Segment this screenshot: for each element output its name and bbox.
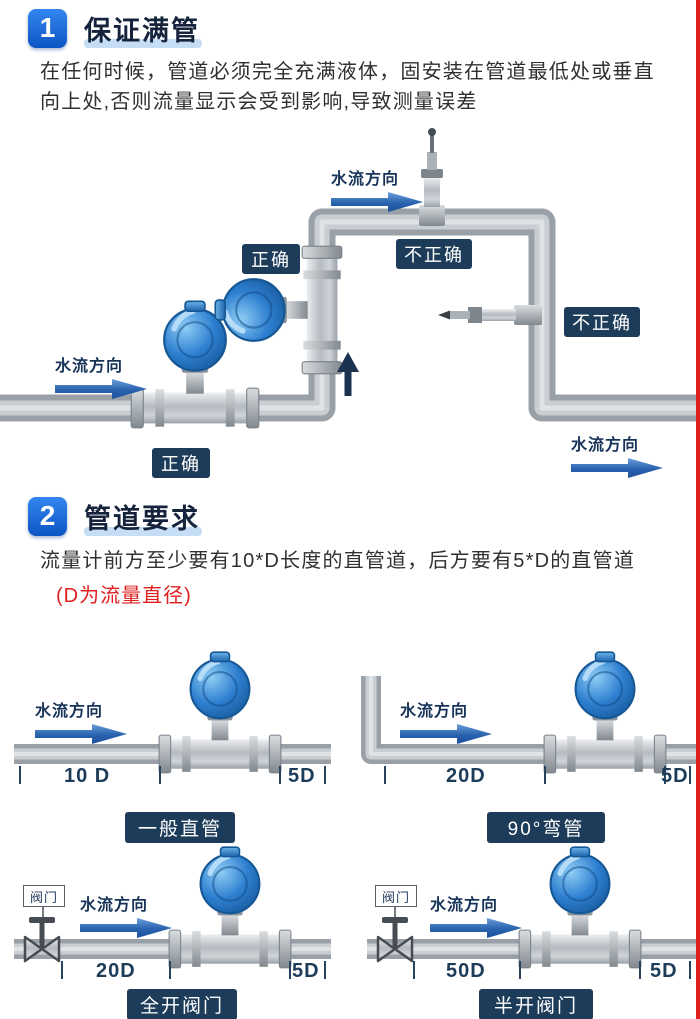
section1-title-underline: [84, 39, 202, 48]
flow-direction-bottom-left: 水流方向: [55, 352, 147, 399]
flow-direction-arrow-icon: [430, 918, 522, 938]
correct-tag-vertical-meter: 正确: [242, 244, 300, 274]
flow-direction-open-valve: 水流方向: [80, 891, 172, 938]
section2-body: 流量计前方至少要有10*D长度的直管道，后方要有5*D的直管道: [40, 550, 636, 572]
back-length-straight-pipe: 5D: [288, 765, 316, 787]
label-open-valve: 全开阀门: [127, 989, 237, 1019]
section2-note: (D为流量直径): [56, 585, 192, 607]
flow-direction-label: 水流方向: [55, 358, 124, 375]
section2-number-badge: 2: [28, 496, 67, 536]
upward-flow-arrow-icon: [337, 352, 359, 396]
flow-direction-arrow-icon: [571, 458, 663, 478]
correct-tag-horizontal-meter: 正确: [152, 448, 210, 478]
flow-direction-label: 水流方向: [80, 897, 149, 914]
front-length-straight-pipe: 10 D: [64, 765, 111, 787]
flow-direction-label: 水流方向: [35, 703, 104, 720]
label-elbow-pipe: 90°弯管: [487, 812, 605, 843]
flowmeter: [169, 847, 291, 968]
back-length-half-valve: 5D: [650, 960, 678, 982]
label-half-valve: 半开阀门: [479, 989, 593, 1019]
flow-direction-label: 水流方向: [571, 437, 640, 454]
flowmeter: [159, 652, 281, 773]
flow-direction-label: 水流方向: [400, 703, 469, 720]
flow-direction-label: 水流方向: [430, 897, 499, 914]
front-length-half-valve: 50D: [446, 960, 486, 982]
valve-label-half: 阀门: [375, 885, 417, 907]
flow-direction-arrow-icon: [80, 918, 172, 938]
section2-title: 管道要求: [84, 503, 200, 534]
flow-direction-straight-pipe: 水流方向: [35, 697, 127, 744]
flow-direction-top: 水流方向: [331, 165, 423, 212]
flow-direction-label: 水流方向: [331, 171, 400, 188]
section1-number-badge: 1: [28, 8, 67, 48]
back-length-open-valve: 5D: [292, 960, 320, 982]
flowmeter: [519, 847, 641, 968]
flow-direction-arrow-icon: [35, 724, 127, 744]
flowmeter: [544, 652, 666, 773]
sensor-side-incorrect: [438, 305, 542, 325]
incorrect-tag-top-sensor: 不正确: [396, 239, 472, 269]
incorrect-tag-side-sensor: 不正确: [564, 307, 640, 337]
back-length-elbow-pipe: 5D: [661, 765, 689, 787]
flow-direction-half-valve: 水流方向: [430, 891, 522, 938]
dimension-ticks: [61, 961, 326, 979]
dimension-ticks: [19, 766, 326, 784]
flow-direction-arrow-icon: [400, 724, 492, 744]
label-straight-pipe: 一般直管: [125, 812, 235, 843]
section1-body: 在任何时候，管道必须完全充满液体，固安装在管道最低处或垂直向上处,否则流量显示会…: [40, 61, 655, 113]
flow-direction-bottom-right: 水流方向: [571, 431, 663, 478]
front-length-open-valve: 20D: [96, 960, 136, 982]
section1-title: 保证满管: [84, 15, 200, 46]
dimension-ticks: [413, 961, 691, 979]
section2-title-wrap: 管道要求: [84, 496, 202, 536]
section1-header: 1 保证满管: [28, 8, 202, 48]
diagram-half-valve: [367, 847, 696, 979]
flow-direction-arrow-icon: [55, 379, 147, 399]
valve-label-open: 阀门: [23, 885, 65, 907]
section2-title-underline: [84, 527, 202, 536]
flow-direction-elbow-pipe: 水流方向: [400, 697, 492, 744]
flow-direction-arrow-icon: [331, 192, 423, 212]
diagram-open-valve: [14, 847, 331, 979]
diagram-straight-pipe: [14, 652, 331, 784]
section1-title-wrap: 保证满管: [84, 8, 202, 48]
diagram-elbow-pipe: [361, 652, 696, 784]
section2-header: 2 管道要求: [28, 496, 202, 536]
dimension-ticks: [384, 766, 691, 784]
front-length-elbow-pipe: 20D: [446, 765, 486, 787]
